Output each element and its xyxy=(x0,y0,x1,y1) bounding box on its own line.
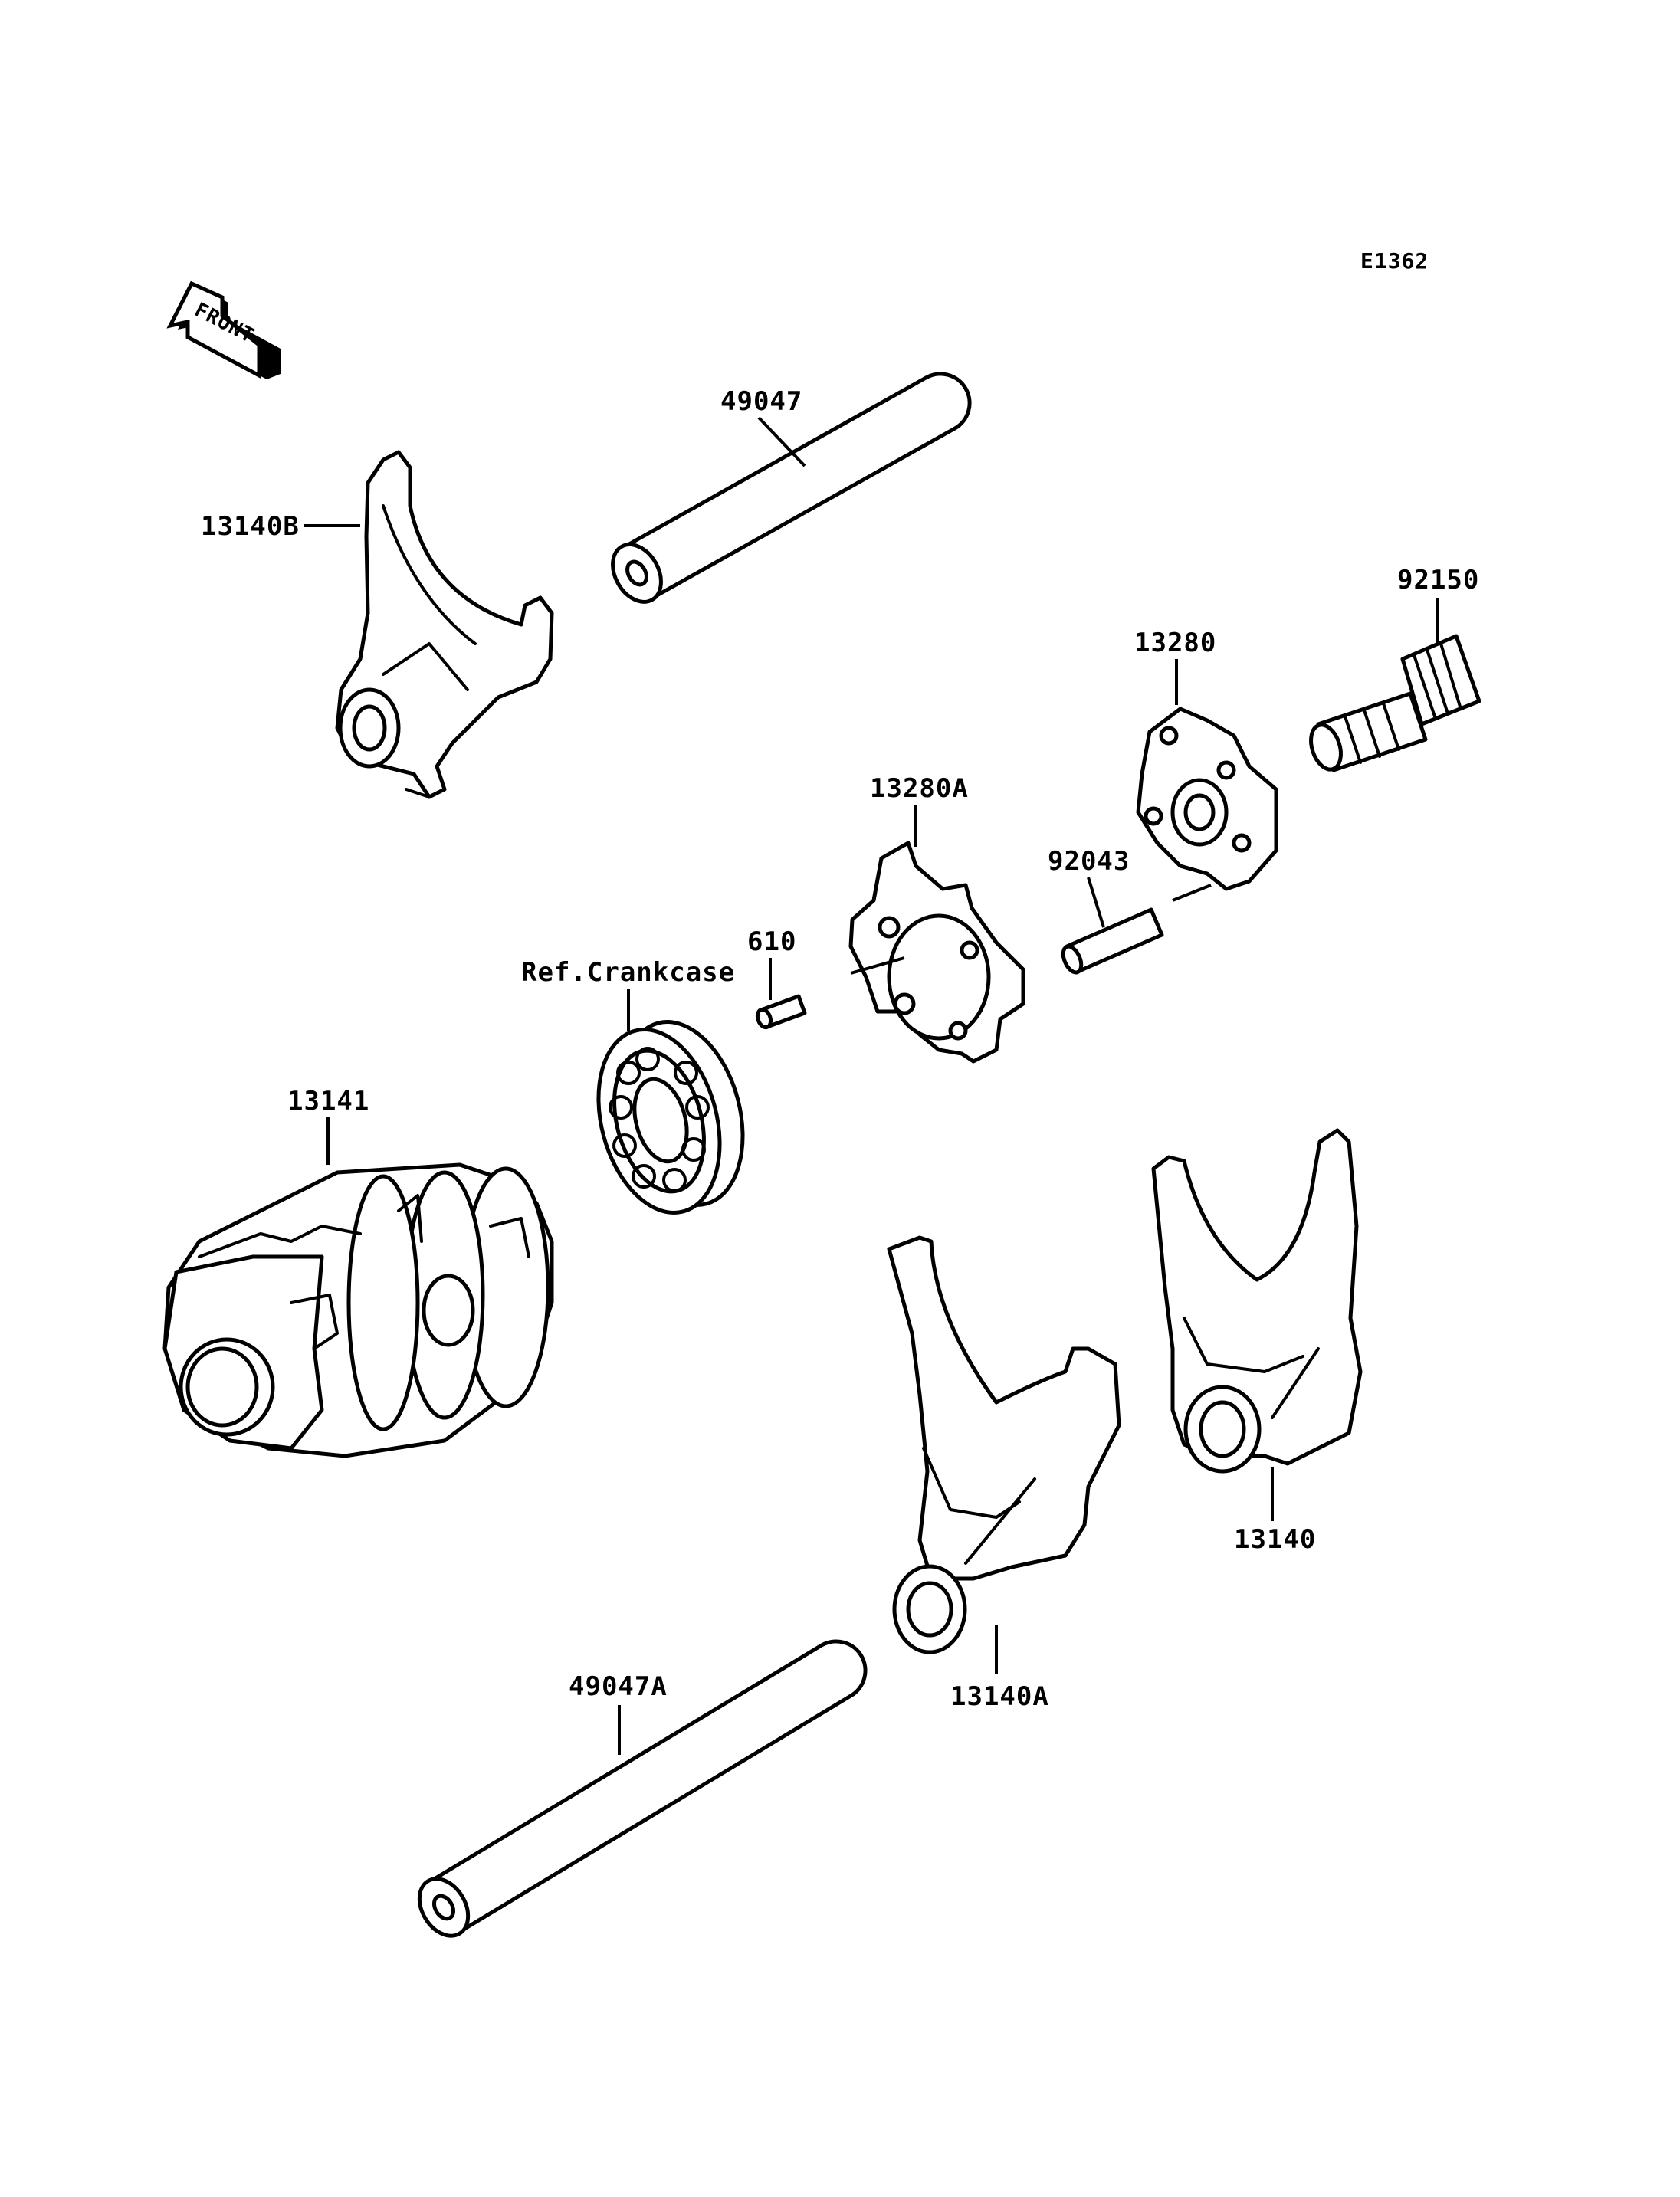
pin-bolt xyxy=(1309,634,1481,772)
label-pin-bolt: 92150 xyxy=(1397,565,1479,595)
label-pin: 92043 xyxy=(1048,846,1130,877)
shift-fork-b xyxy=(335,450,554,799)
front-direction-arrow-icon: FRONT xyxy=(166,280,281,379)
label-crankcase-ref: Ref.Crankcase xyxy=(521,957,735,988)
shift-drum xyxy=(162,1162,554,1458)
label-fork-b: 13140B xyxy=(201,511,300,542)
shift-fork-c xyxy=(1151,1128,1363,1474)
shift-rod-lower xyxy=(417,1639,868,1938)
dowel-pin-92043 xyxy=(1061,907,1164,975)
label-cam-a: 13280A xyxy=(870,773,969,804)
shift-fork-a xyxy=(887,1235,1121,1654)
label-drum: 13141 xyxy=(287,1086,369,1117)
shift-cam-a xyxy=(848,841,1025,1064)
label-dowel: 610 xyxy=(747,926,796,957)
label-fork-c: 13140 xyxy=(1234,1524,1316,1555)
shift-cam-plate xyxy=(1136,707,1278,891)
label-fork-a: 13140A xyxy=(950,1681,1049,1712)
dowel-pin-610 xyxy=(755,994,807,1030)
crankcase-bearing xyxy=(596,1020,745,1215)
label-shaft-upper: 49047 xyxy=(720,386,802,417)
shift-rod-upper xyxy=(611,372,972,604)
label-cam-plate: 13280 xyxy=(1134,628,1216,658)
diagram-code: E1362 xyxy=(1360,248,1429,274)
label-shaft-lower: 49047A xyxy=(569,1671,668,1702)
